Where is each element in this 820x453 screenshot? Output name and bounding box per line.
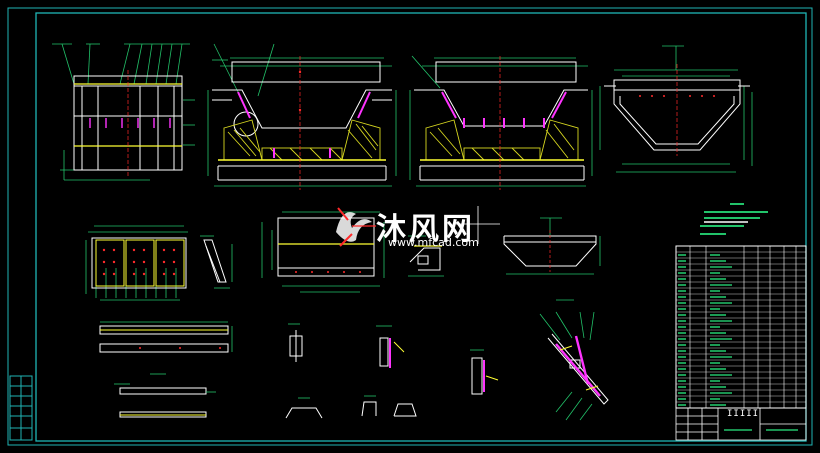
front-section-view-1 xyxy=(207,43,397,190)
bracket-weld-detail xyxy=(376,325,499,395)
trough-small-view xyxy=(503,217,601,275)
drawing-frame xyxy=(7,7,813,446)
watermark-crosshair xyxy=(456,206,500,244)
plan-view-bolt-grid xyxy=(85,225,188,301)
hopper-section-view xyxy=(599,45,753,173)
title-block-title: IIIII xyxy=(727,409,760,419)
small-section-detail xyxy=(408,235,444,277)
clip-detail-views xyxy=(285,323,417,419)
watermark: 沐风网 www.mfcad.com xyxy=(328,204,496,249)
beam-elevation-view xyxy=(99,321,233,418)
front-section-view-2 xyxy=(409,55,593,190)
binding-strip xyxy=(9,375,33,441)
side-plate-view xyxy=(261,211,385,293)
bracket-detail-view xyxy=(200,235,233,289)
watermark-url: www.mfcad.com xyxy=(388,236,479,249)
inclined-scraper-detail xyxy=(539,299,609,421)
title-block xyxy=(675,407,807,441)
watermark-text: 沐风网 xyxy=(376,212,475,247)
side-elevation-view xyxy=(52,43,195,181)
watermark-logo xyxy=(336,207,376,247)
parts-list-table xyxy=(675,245,807,409)
technical-notes xyxy=(700,203,768,235)
